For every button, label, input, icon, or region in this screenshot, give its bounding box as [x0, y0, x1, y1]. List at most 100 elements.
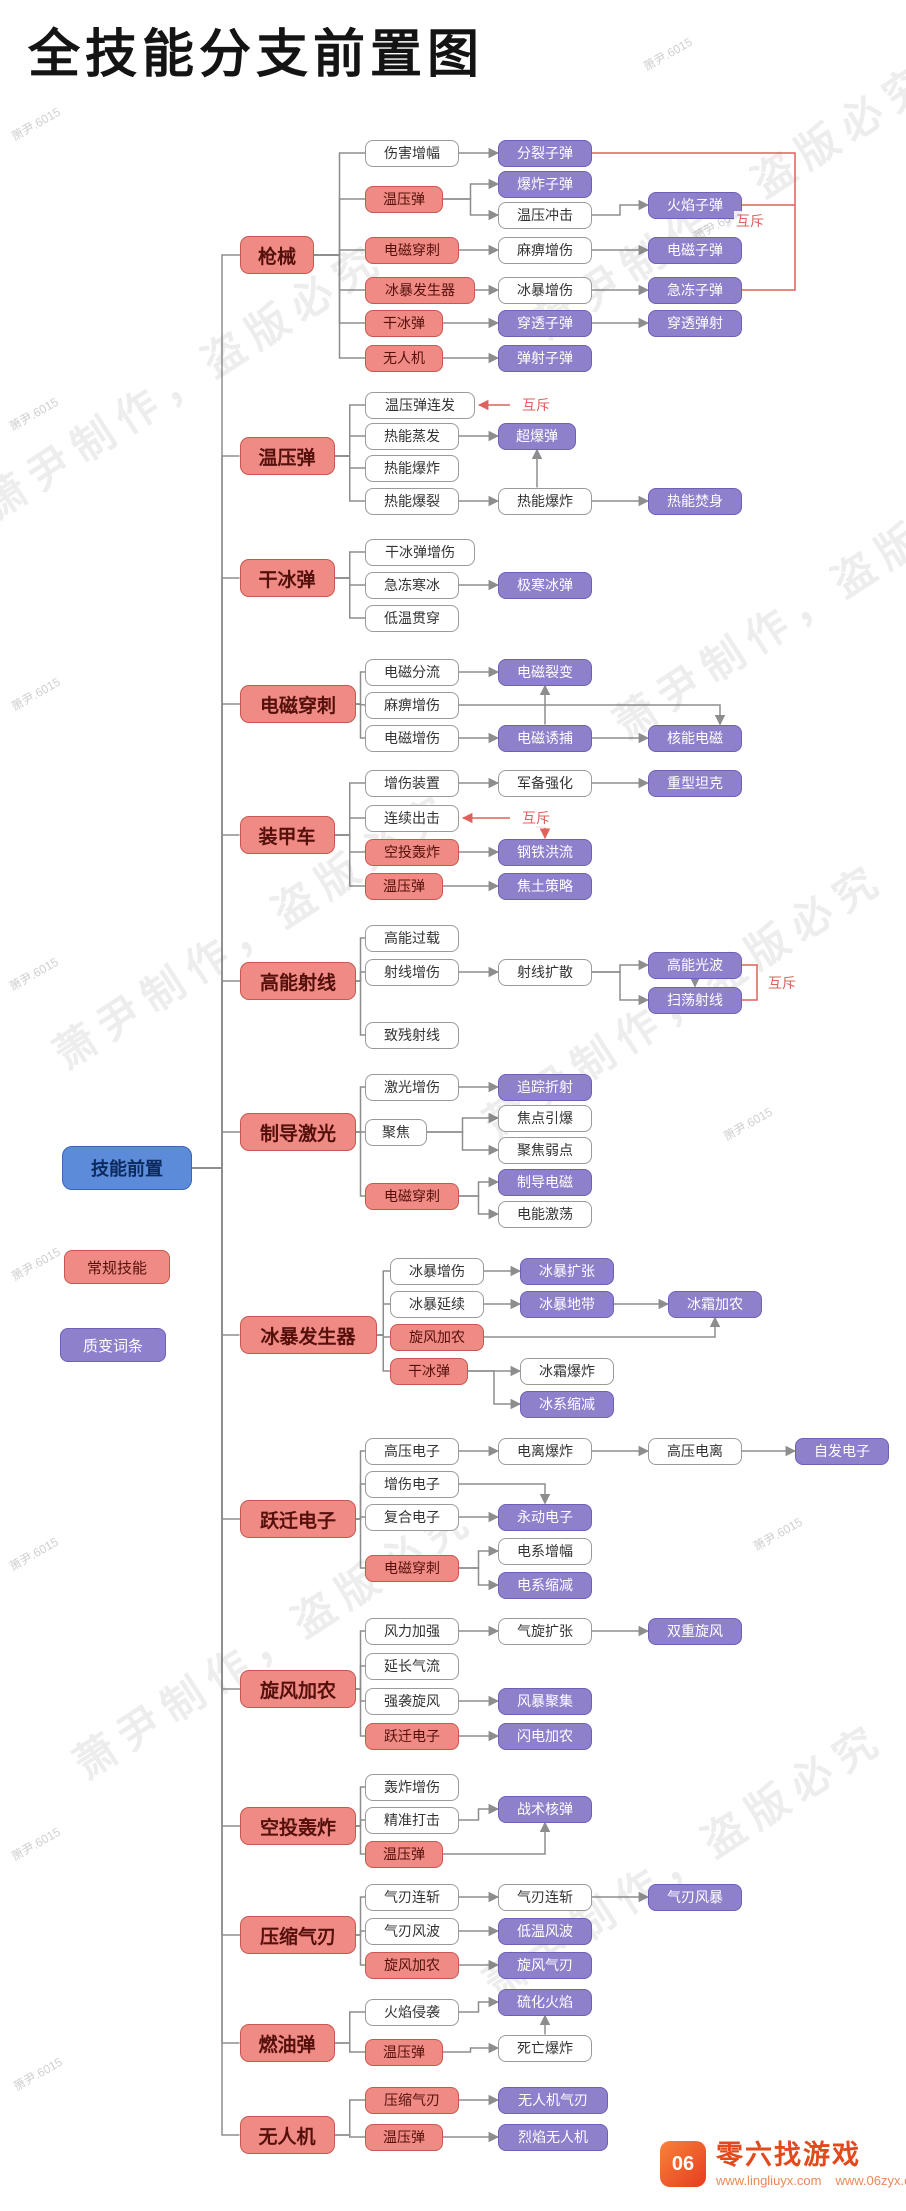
node-b6: 热能爆炸 — [498, 487, 592, 515]
prerequisite-edge — [443, 198, 500, 221]
node-m2: 温压弹 — [239, 437, 335, 475]
node-k3: 温压弹 — [365, 1840, 443, 1868]
node-b3: 热能爆炸 — [365, 454, 459, 482]
mutex-edge — [592, 152, 796, 291]
node-j1: 风力加强 — [365, 1617, 459, 1645]
node-h1: 冰暴增伤 — [390, 1257, 484, 1285]
node-e6: 重型坦克 — [648, 769, 742, 797]
node-j8: 闪电加农 — [498, 1722, 592, 1750]
node-j3: 强袭旋风 — [365, 1687, 459, 1715]
node-a14: 火焰子弹 — [648, 191, 742, 219]
node-i3: 复合电子 — [365, 1503, 459, 1531]
node-a17: 穿透弹射 — [648, 309, 742, 337]
prerequisite-edge — [192, 703, 240, 1169]
prerequisite-edge — [334, 2042, 365, 2053]
node-k1: 轰炸增伤 — [365, 1773, 459, 1801]
node-c1: 干冰弹增伤 — [365, 538, 475, 566]
node-f4: 射线扩散 — [498, 958, 592, 986]
prerequisite-edge — [192, 1167, 240, 1827]
node-h3: 旋风加农 — [390, 1323, 484, 1351]
node-h6: 冰暴地带 — [520, 1290, 614, 1318]
node-m11: 空投轰炸 — [240, 1807, 356, 1845]
node-b2: 热能蒸发 — [365, 422, 459, 450]
node-b7: 热能焚身 — [648, 487, 742, 515]
prerequisite-edge — [443, 2042, 500, 2054]
node-f2: 射线增伤 — [365, 958, 459, 986]
node-e3: 空投轰炸 — [365, 838, 459, 866]
prerequisite-edge — [356, 980, 365, 1036]
prerequisite-edge — [356, 1665, 365, 1690]
node-j6: 双重旋风 — [648, 1617, 742, 1645]
prerequisite-edge — [334, 577, 365, 619]
node-c2: 急冻寒冰 — [365, 571, 459, 599]
node-d2: 麻痹增伤 — [365, 691, 459, 719]
node-l4: 气刃连斩 — [498, 1883, 592, 1911]
prerequisite-edge — [334, 455, 365, 502]
prerequisite-edge — [314, 254, 365, 359]
node-o3: 无人机气刃 — [498, 2086, 608, 2114]
prerequisite-edge — [356, 1934, 365, 1966]
prerequisite-edge — [356, 1518, 365, 1569]
prerequisite-edge — [334, 817, 365, 836]
node-i6: 高压电离 — [648, 1437, 742, 1465]
page-title: 全技能分支前置图 — [28, 26, 485, 84]
prerequisite-edge — [459, 1567, 500, 1591]
mutex-label: 互斥 — [734, 211, 766, 231]
node-j7: 风暴聚集 — [498, 1687, 592, 1715]
node-leg-p: 质变词条 — [60, 1328, 166, 1362]
node-m13: 燃油弹 — [239, 2024, 335, 2062]
prerequisite-edge — [192, 1167, 240, 2044]
node-n4: 死亡爆炸 — [498, 2034, 592, 2062]
node-i4: 电磁穿刺 — [365, 1554, 459, 1582]
prerequisite-edge — [334, 2099, 365, 2136]
node-b4: 热能爆裂 — [365, 487, 459, 515]
node-l2: 气刃风波 — [365, 1917, 459, 1945]
prerequisite-edge — [376, 1334, 390, 1372]
node-h2: 冰暴延续 — [390, 1290, 484, 1318]
node-g5: 焦点引爆 — [498, 1104, 592, 1132]
prerequisite-edge — [356, 1688, 365, 1737]
prerequisite-edge — [459, 704, 726, 726]
mutex-label: 互斥 — [520, 395, 552, 415]
prerequisite-edge — [459, 1483, 551, 1505]
site-brand: 零六找游戏 — [716, 2140, 861, 2170]
prerequisite-edge — [592, 199, 650, 216]
prerequisite-edge — [334, 551, 365, 579]
node-g3: 电磁穿刺 — [365, 1182, 459, 1210]
prerequisite-edge — [334, 435, 365, 457]
node-d4: 电磁裂变 — [498, 658, 592, 686]
mutex-label: 互斥 — [520, 808, 552, 828]
prerequisite-edge — [459, 1803, 500, 1821]
prerequisite-edge — [427, 1112, 500, 1133]
node-root: 技能前置 — [62, 1146, 192, 1190]
node-n1: 火焰侵袭 — [365, 1998, 459, 2026]
node-a16: 急冻子弹 — [648, 276, 742, 304]
node-i9: 电系增幅 — [498, 1537, 592, 1565]
node-a10: 麻痹增伤 — [498, 236, 592, 264]
prerequisite-edge — [356, 1825, 365, 1855]
node-m12: 压缩气刃 — [240, 1916, 356, 1954]
node-k2: 精准打击 — [365, 1806, 459, 1834]
node-o4: 烈焰无人机 — [498, 2123, 608, 2151]
node-a4: 冰暴发生器 — [365, 276, 475, 304]
prerequisite-edge — [376, 1303, 390, 1336]
node-i5: 电离爆炸 — [498, 1437, 592, 1465]
node-h7: 冰霜加农 — [668, 1290, 762, 1318]
node-h9: 冰系缩减 — [520, 1390, 614, 1418]
node-m4: 电磁穿刺 — [240, 685, 356, 723]
node-e1: 增伤装置 — [365, 769, 459, 797]
node-a11: 冰暴增伤 — [498, 276, 592, 304]
prerequisite-edge — [192, 1131, 240, 1169]
prerequisite-edge — [459, 1176, 500, 1197]
prerequisite-edge — [334, 2134, 365, 2138]
prerequisite-edge — [192, 1167, 240, 1690]
node-i8: 永动电子 — [498, 1503, 592, 1531]
prerequisite-edge — [334, 834, 365, 887]
node-c3: 低温贯穿 — [365, 604, 459, 632]
prerequisite-edge — [356, 1086, 365, 1133]
node-m1: 枪械 — [240, 236, 314, 274]
